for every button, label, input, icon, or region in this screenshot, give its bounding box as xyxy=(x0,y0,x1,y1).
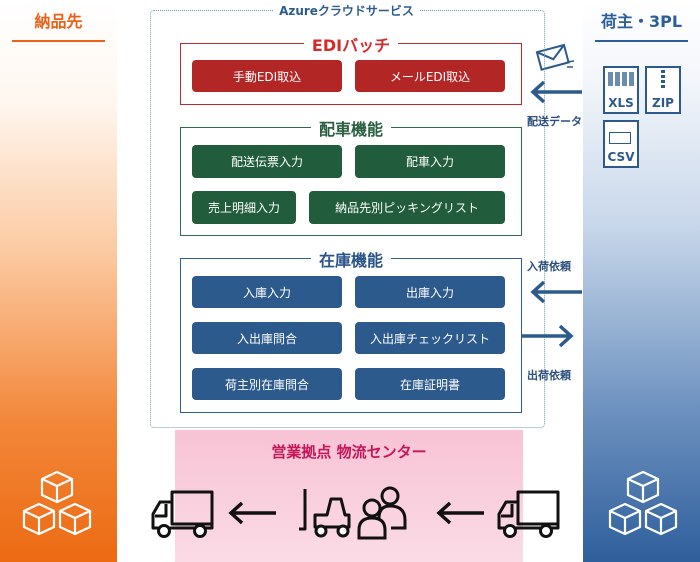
stock-by-shipper-inquiry-button[interactable]: 荷主別在庫問合 xyxy=(192,368,342,400)
arrow-left-icon xyxy=(530,280,582,304)
edi-batch-title-text: EDIバッチ xyxy=(303,36,399,55)
boxes-icon xyxy=(608,470,678,536)
shipper-title: 荷主・3PL xyxy=(600,12,683,31)
stock-certificate-button[interactable]: 在庫証明書 xyxy=(355,368,505,400)
xls-label: XLS xyxy=(608,96,634,110)
truck-icon xyxy=(497,490,560,538)
logistics-center-title: 営業拠点 物流センター xyxy=(271,443,427,461)
xls-file-icon: XLS xyxy=(603,66,639,114)
dispatch-title: 配車機能 xyxy=(181,116,521,140)
inventory-section: 在庫機能 入庫入力 出庫入力 入出庫問合 入出庫チェックリスト 荷主別在庫問合 … xyxy=(180,251,522,413)
receiving-input-button[interactable]: 入庫入力 xyxy=(192,276,342,308)
zip-file-icon: ZIP xyxy=(645,66,681,114)
truck-icon xyxy=(151,490,214,538)
inbound-request-label: 入荷依頼 xyxy=(527,260,571,273)
logistics-center-area xyxy=(175,430,523,562)
delivery-slip-input-button[interactable]: 配送伝票入力 xyxy=(192,145,342,178)
right-title-underline xyxy=(595,40,688,42)
csv-label: CSV xyxy=(607,150,635,164)
picking-list-button[interactable]: 納品先別ピッキングリスト xyxy=(309,191,505,224)
inout-checklist-button[interactable]: 入出庫チェックリスト xyxy=(355,322,505,354)
arrow-left-icon xyxy=(436,501,484,525)
inventory-title: 在庫機能 xyxy=(181,247,521,271)
workers-icon xyxy=(357,486,407,540)
outbound-request-label: 出荷依頼 xyxy=(527,369,571,382)
zip-label: ZIP xyxy=(652,96,674,110)
delivery-data-label: 配送データ xyxy=(527,115,582,128)
dispatch-section: 配車機能 配送伝票入力 配車入力 売上明細入力 納品先別ピッキングリスト xyxy=(180,120,522,236)
sales-detail-input-button[interactable]: 売上明細入力 xyxy=(192,191,296,224)
manual-edi-import-button[interactable]: 手動EDI取込 xyxy=(192,60,342,92)
inventory-title-text: 在庫機能 xyxy=(310,251,391,270)
mail-edi-import-button[interactable]: メールEDI取込 xyxy=(355,60,505,92)
inout-inquiry-button[interactable]: 入出庫問合 xyxy=(192,322,342,354)
dispatch-title-text: 配車機能 xyxy=(310,120,391,139)
delivery-destination-column xyxy=(0,0,117,562)
forklift-icon xyxy=(299,489,351,538)
arrow-left-icon xyxy=(530,80,582,104)
edi-batch-title: EDIバッチ xyxy=(181,32,521,56)
azure-cloud-title: Azureクラウドサービス xyxy=(150,2,543,19)
shipping-input-button[interactable]: 出庫入力 xyxy=(355,276,505,308)
delivery-destination-title: 納品先 xyxy=(34,12,83,31)
left-title-underline xyxy=(12,40,105,42)
boxes-icon xyxy=(22,470,92,536)
csv-file-icon: CSV xyxy=(603,120,639,168)
dispatch-input-button[interactable]: 配車入力 xyxy=(355,145,505,178)
arrow-right-icon xyxy=(522,324,574,348)
arrow-left-icon xyxy=(228,501,276,525)
azure-title-text: Azureクラウドサービス xyxy=(273,4,420,18)
edi-batch-section: EDIバッチ 手動EDI取込 メールEDI取込 xyxy=(180,36,522,105)
